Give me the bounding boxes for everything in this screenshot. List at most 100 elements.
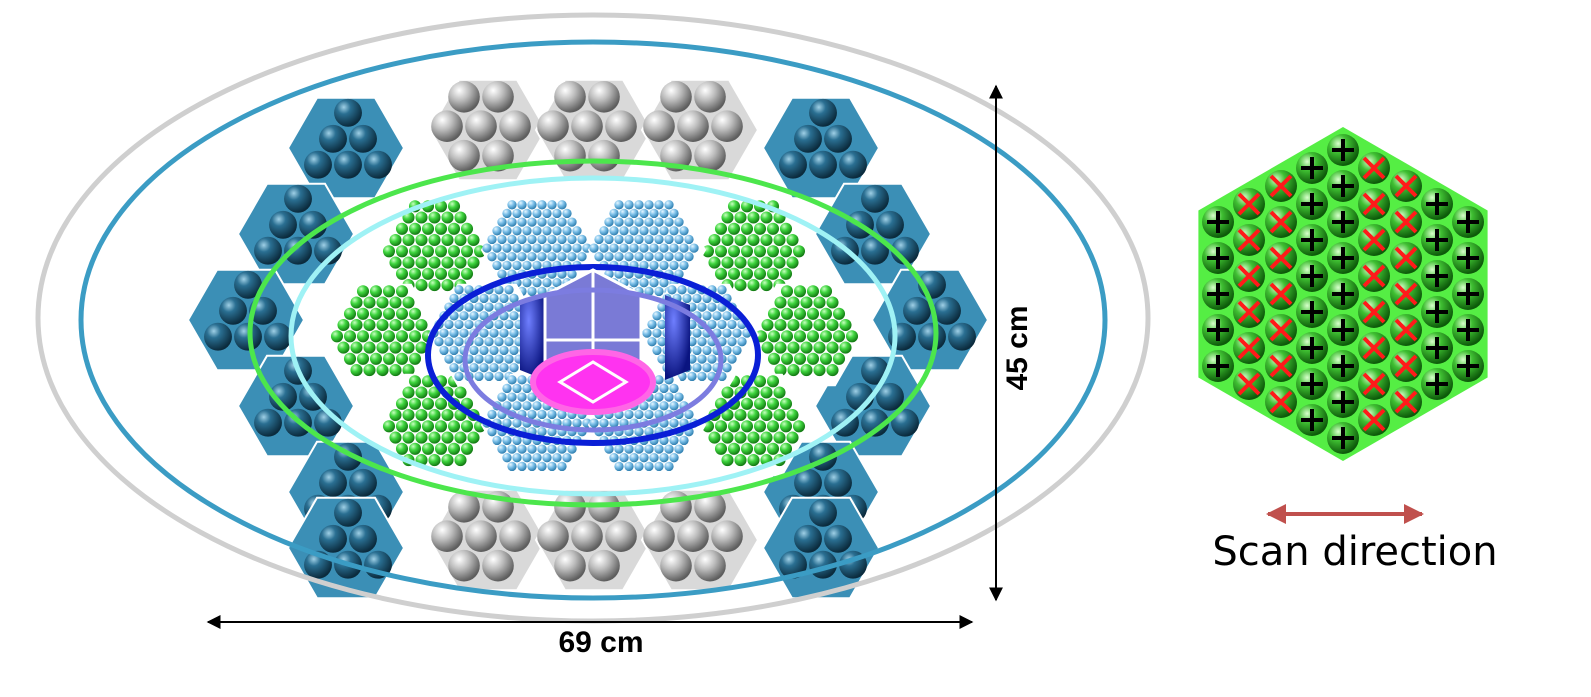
plus-marker-pebble [1327,170,1359,202]
fuel-sphere [467,233,480,247]
fuel-sphere [434,222,448,235]
reflector-sphere [204,322,232,351]
fuel-sphere [402,386,415,399]
fuel-sphere [527,234,537,245]
fuel-sphere [408,222,422,235]
reflector-sphere [334,498,362,527]
plus-icon [1426,265,1448,287]
graphite-sphere [448,139,480,172]
fuel-sphere [787,341,800,354]
cross-icon [1269,390,1293,414]
cross-marker-pebble [1358,152,1390,184]
graphite-sphere [660,549,692,582]
fuel-sphere [707,354,717,364]
fuel-sphere [649,278,659,288]
cross-icon [1237,192,1261,216]
cross-marker-pebble [1358,332,1390,364]
fuel-sphere [753,397,767,410]
fuel-sphere [734,256,747,269]
cross-icon [1269,318,1293,342]
fuel-sphere [557,409,567,420]
fuel-sphere [557,200,567,210]
reflector-sphere [809,150,837,179]
fuel-sphere [395,307,409,320]
fuel-sphere [527,252,537,262]
fuel-sphere [376,318,389,332]
cross-icon [1237,264,1261,288]
fuel-sphere [774,364,787,377]
reflector-sphere [891,408,919,437]
fuel-sphere [727,267,741,280]
fuel-sphere [734,211,747,224]
fuel-sphere [489,345,499,356]
fuel-sphere [773,233,786,247]
fuel-sphere [512,383,522,394]
fuel-sphere [537,444,547,454]
fuel-sphere [527,409,537,420]
cross-icon [1237,336,1261,360]
fuel-sphere [832,307,846,320]
fuel-sphere [567,234,577,245]
fuel-sphere [479,328,489,338]
cyan-ring [288,175,898,497]
fuel-sphere [389,233,402,247]
fuel-sphere [659,243,669,253]
plus-marker-pebble [1421,332,1453,364]
fuel-sphere [389,431,402,444]
green-ring [247,158,939,508]
fuel-sphere [669,453,679,463]
fuel-sphere [542,453,552,463]
reflector-sphere [254,408,282,437]
cross-marker-pebble [1233,368,1265,400]
fuel-sphere [479,293,489,304]
graphite-sphere [554,139,586,172]
fuel-sphere [813,341,826,354]
plus-icon [1457,355,1479,377]
fuel-sphere [509,293,519,304]
fuel-sphere [684,409,694,420]
reflector-sphere [861,184,889,213]
reflector-sphere [861,236,889,265]
fuel-sphere [382,245,396,258]
fuel-sphere [652,328,662,338]
fuel-sphere [687,371,697,382]
cross-marker-pebble [1265,350,1297,382]
fuel-sphere [499,345,509,356]
fuel-sphere [766,420,780,433]
graphite-sphere [660,80,692,113]
fuel-sphere [494,337,504,347]
fuel-sphere [659,260,669,271]
fuel-sphere [542,278,552,288]
fuel-sphere [572,226,582,236]
assembly-hexagon [746,283,866,387]
fuel-sphere [415,386,428,399]
fuel-sphere [657,354,667,364]
cross-marker-pebble [1390,278,1422,310]
fuel-sphere [669,243,679,253]
fuel-sphere [509,363,519,373]
graphite-sphere [448,80,480,113]
fuel-sphere [502,453,512,463]
plus-marker-pebble [1421,188,1453,220]
fuel-sphere [702,363,712,373]
fuel-sphere [839,341,852,354]
cross-icon [1237,372,1261,396]
plus-marker-pebble [1296,404,1328,436]
fuel-sphere [502,260,512,271]
reflector-sphere [234,270,262,299]
fuel-sphere [434,267,448,280]
fuel-sphere [537,234,547,245]
fuel-sphere [547,217,557,227]
cross-marker-pebble [1265,170,1297,202]
fuel-sphere [434,200,448,213]
graphite-sphere [588,549,620,582]
fuel-sphere [832,330,846,343]
fuel-sphere [679,226,689,236]
reflector-sphere [349,524,377,553]
fuel-sphere [454,454,467,467]
fuel-sphere [727,200,741,213]
fuel-sphere [624,252,634,262]
fuel-sphere [441,408,454,422]
fuel-sphere [464,319,474,330]
cross-marker-pebble [1390,206,1422,238]
